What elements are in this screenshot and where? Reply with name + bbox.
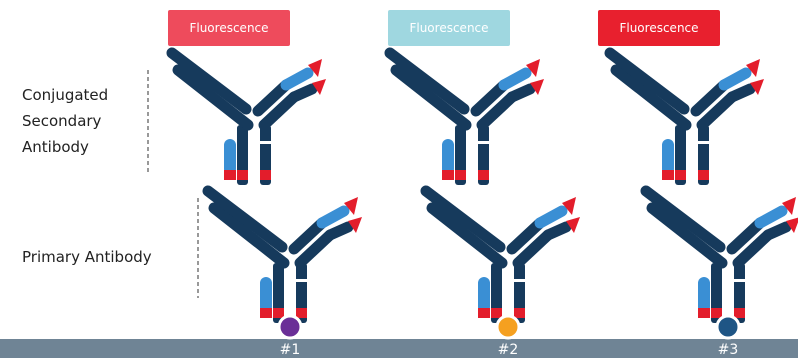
fluorescence-tag-3: Fluorescence [598, 10, 720, 46]
secondary-antibody-1 [172, 53, 326, 185]
primary-antibody-label: Primary Antibody [22, 244, 152, 270]
lane-label-3: #3 [713, 342, 743, 358]
surface-bar [0, 339, 798, 358]
antigen-2 [497, 316, 519, 338]
secondary-antibody-3 [610, 53, 764, 185]
conjugated-line-1: Conjugated [22, 82, 108, 108]
conjugated-secondary-label: Conjugated Secondary Antibody [22, 82, 108, 160]
antigen-3 [717, 316, 739, 338]
secondary-antibody-2 [390, 53, 544, 185]
antigen-1 [279, 316, 301, 338]
conjugated-line-2: Secondary [22, 108, 108, 134]
fluorescence-tag-1: Fluorescence [168, 10, 290, 46]
fluorescence-tag-2: Fluorescence [388, 10, 510, 46]
primary-antibody-2 [426, 191, 580, 323]
lane-label-2: #2 [493, 342, 523, 358]
conjugated-line-3: Antibody [22, 134, 108, 160]
primary-antibody-3 [646, 191, 798, 323]
primary-antibody-1 [208, 191, 362, 323]
lane-label-1: #1 [275, 342, 305, 358]
antibody-group [172, 53, 798, 338]
